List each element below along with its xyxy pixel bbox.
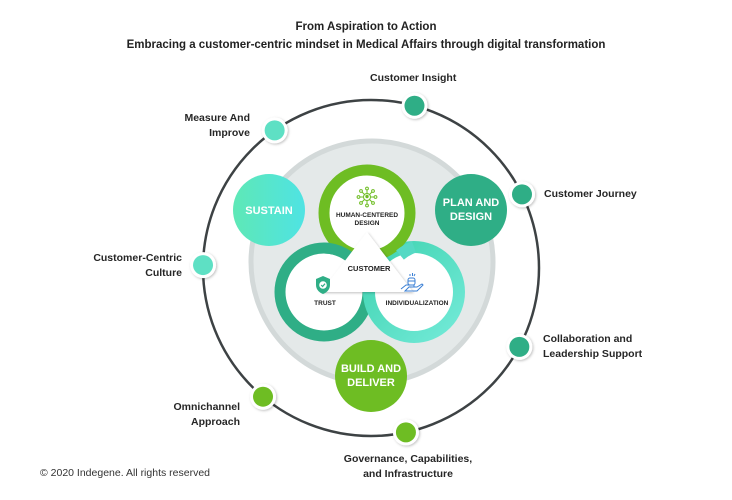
enabler-dot [190,252,217,279]
enabler-text: Leadership Support [543,348,643,360]
enabler-text: Improve [209,127,250,139]
network-person-icon [356,186,378,208]
enabler-text: Governance, Capabilities, [343,453,473,465]
hand-with-jar-icon [400,273,424,292]
enabler-text: and Infrastructure [363,468,453,480]
shield-check-icon [316,276,330,294]
enabler-label-customer-journey: Customer Journey [544,187,637,202]
customer-triangle [321,232,413,292]
human-centered-label-2: DESIGN [355,220,380,227]
plan-design-circle [435,174,507,246]
enabler-text: Omnichannel [173,401,240,413]
diagram-title: From Aspiration to Action [295,21,437,33]
enabler-dot [250,383,277,410]
build-deliver-label-2: DELIVER [347,377,395,389]
plan-design-label-1: PLAN AND [443,197,499,209]
enabler-dot [506,333,533,360]
enabler-dot [508,181,535,208]
enabler-text: Customer Journey [544,188,637,200]
trust-label: TRUST [314,300,336,307]
enabler-text: Customer Insight [370,72,457,84]
enabler-dot [261,117,288,144]
individualization-label: INDIVIDUALIZATION [386,300,449,307]
enabler-text: Customer-Centric [93,252,182,264]
enabler-label-customer-insight: Customer Insight [370,71,456,86]
human-centered-label-1: HUMAN-CENTERED [336,212,398,219]
build-deliver-circle [335,340,407,412]
sustain-label: SUSTAIN [245,205,293,217]
enabler-text: Approach [190,416,240,428]
enabler-dot [401,92,428,119]
sustain-circle [233,174,305,246]
build-deliver-label-1: BUILD AND [341,363,401,375]
enabler-label-governance: Governance, Capabilities, and Infrastruct… [328,452,488,482]
enabler-dot [392,419,419,446]
enabler-text: Culture [145,267,182,279]
enabler-text: Measure And [184,112,250,124]
diagram-subtitle: Embracing a customer-centric mindset in … [126,39,606,51]
enabler-text: Collaboration and [543,333,633,345]
plan-design-label-2: DESIGN [450,211,492,223]
customer-label: CUSTOMER [348,264,391,273]
copyright-notice: © 2020 Indegene. All rights reserved [40,467,211,479]
